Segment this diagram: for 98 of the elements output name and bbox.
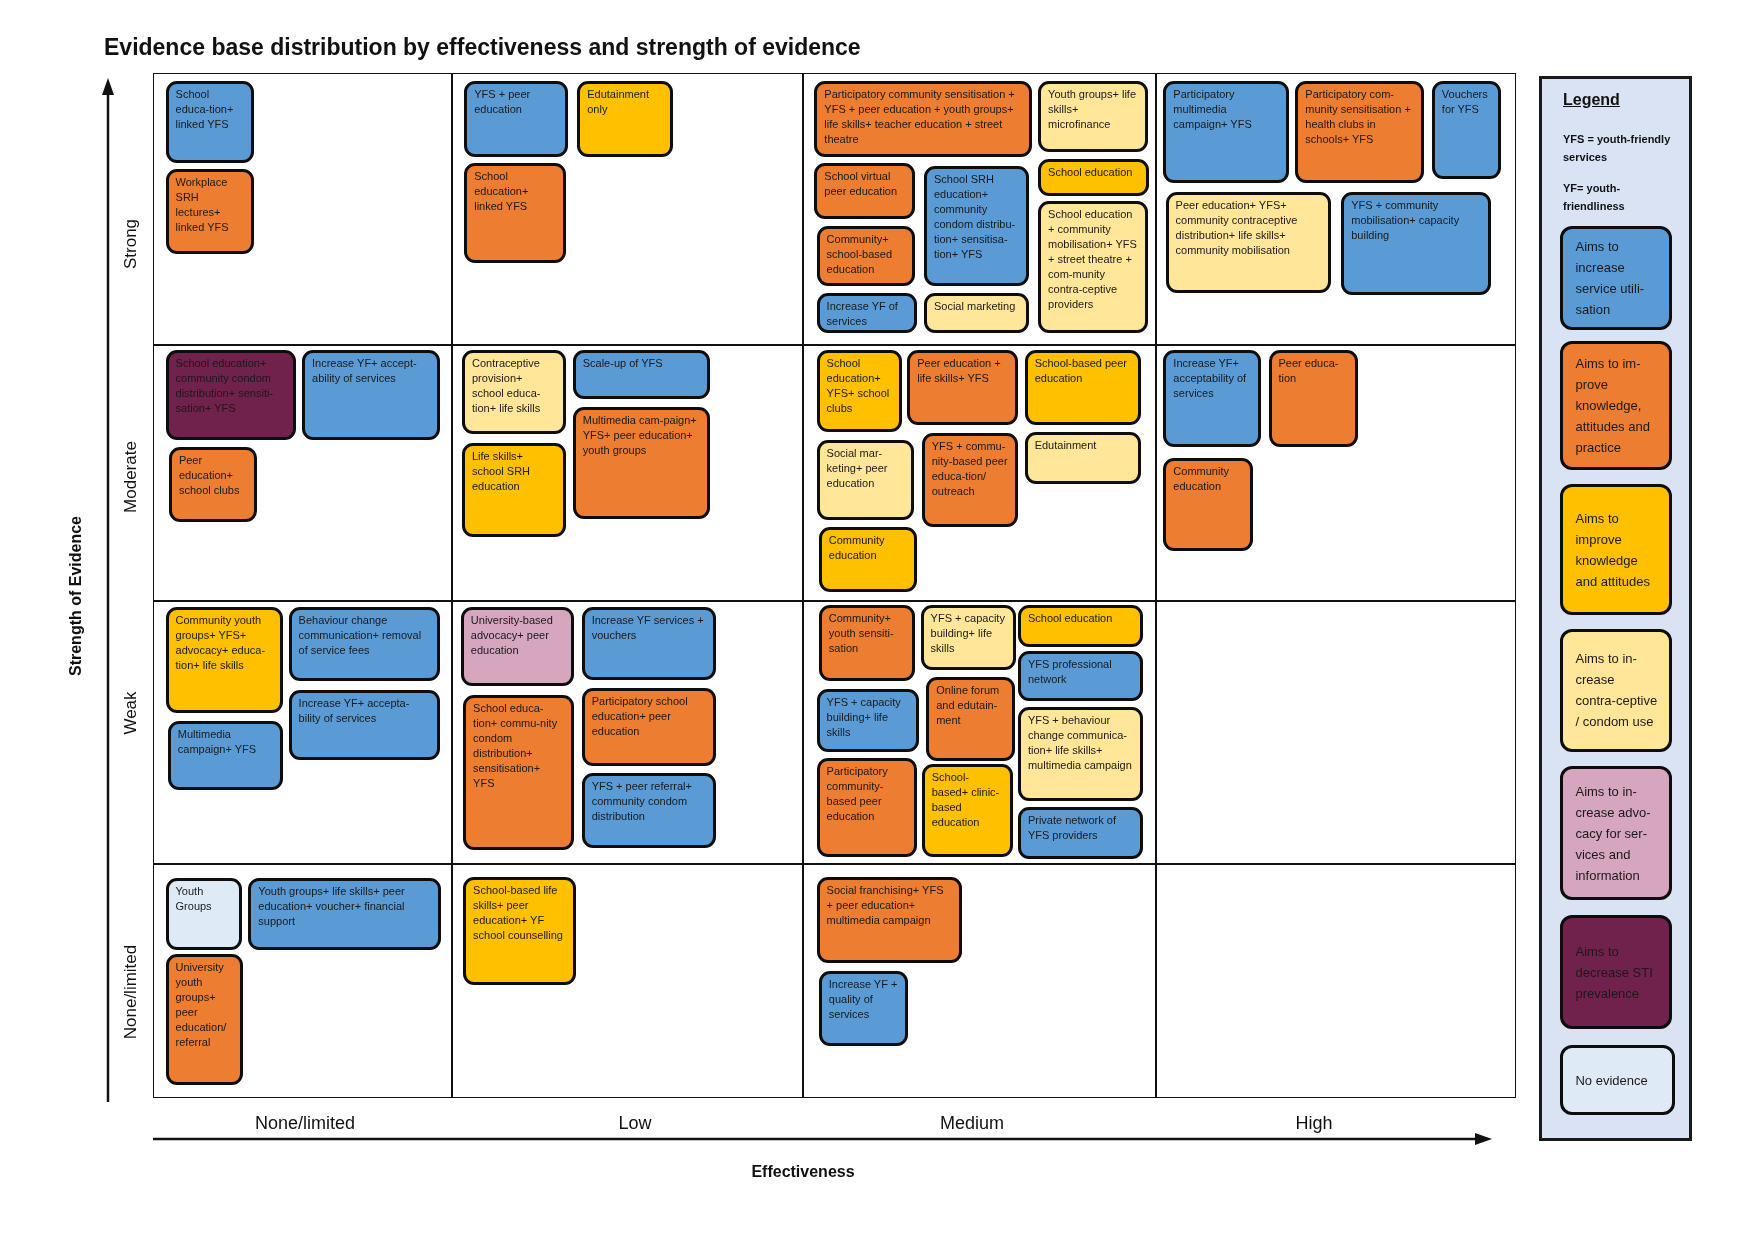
legend-key: Aims to im-prove knowledge, attitudes and practice	[1560, 341, 1673, 470]
intervention-box: School education	[1017, 605, 1144, 647]
intervention-box: Increase YF+ accepta-bility of services	[288, 690, 440, 760]
intervention-box: Behaviour change communication+ removal of service fees	[288, 607, 440, 682]
grid-cell	[1155, 863, 1516, 1099]
grid-cell	[451, 344, 804, 601]
intervention-box: Peer education+ YFS+ community contraceptive distribution+ life skills+ community mobilisation	[1165, 192, 1332, 294]
intervention-box: Community education	[1163, 457, 1253, 552]
row-label: Weak	[120, 691, 141, 735]
grid-cell	[153, 72, 452, 345]
column-label: None/limited	[255, 1112, 355, 1135]
intervention-box: School education+ linked YFS	[464, 163, 566, 263]
intervention-box: Increase YF of services	[816, 293, 918, 334]
intervention-box: YFS + community mobilisation+ capacity building	[1341, 192, 1492, 296]
intervention-box: Community youth groups+ YFS+ advocacy+ educa-tion+ life skills	[165, 607, 283, 713]
intervention-box: Private network of YFS providers	[1017, 806, 1144, 860]
abbreviation-note: YFS = youth-friendly services	[1563, 132, 1672, 165]
legend-title: Legend	[1563, 90, 1620, 110]
intervention-box: Peer education+ school clubs	[168, 447, 258, 523]
intervention-box: Community+ school-based education	[816, 225, 915, 287]
intervention-box: School virtual peer education	[814, 163, 915, 220]
intervention-box: Edutainment	[1024, 431, 1141, 485]
intervention-box: Increase YF services + vouchers	[581, 607, 716, 681]
grid-cell	[451, 863, 804, 1099]
intervention-box: Social mar-keting+ peer education	[816, 439, 914, 521]
intervention-box: Increase YF+ acceptability of services	[1163, 350, 1261, 448]
intervention-box: Online forum and edutain-ment	[926, 676, 1015, 761]
legend-key: Aims to in-crease advo-cacy for ser-vices and information	[1560, 766, 1673, 901]
intervention-box: Participatory community sensitisation + YFS + peer education + youth groups+ life skills+ teacher education + street theatre	[814, 80, 1033, 157]
grid-cell	[803, 344, 1156, 601]
diagram-title: Evidence base distribution by effectiveness and strength of evidence	[104, 33, 861, 62]
intervention-box: Participatory community-based peer education	[816, 758, 918, 857]
axis-title: Strength of Evidence	[66, 516, 85, 676]
intervention-box: University-based advocacy+ peer education	[460, 607, 574, 686]
intervention-box: School-based peer education	[1024, 350, 1141, 426]
axis-title: Effectiveness	[751, 1162, 855, 1182]
grid-cell	[803, 863, 1156, 1099]
intervention-box: School SRH education+ community condom distribu-tion+ sensitisa-tion+ YFS	[923, 165, 1030, 287]
intervention-box: School education	[1038, 158, 1149, 196]
intervention-box: Workplace SRH lectures+ linked YFS	[165, 168, 254, 254]
column-label: High	[1295, 1112, 1333, 1135]
intervention-box: Community education	[818, 526, 918, 592]
intervention-box: School educa-tion+ commu-nity condom distribution+ sensitisation+ YFS	[463, 694, 574, 851]
row-label: Moderate	[120, 441, 141, 513]
intervention-box: YFS + commu-nity-based peer educa-tion/ outreach	[921, 432, 1018, 527]
intervention-box: Scale-up of YFS	[572, 350, 711, 400]
intervention-box: Contraceptive provision+ school educa-tion+ life skills	[462, 350, 566, 434]
intervention-box: YFS + capacity building+ life skills	[816, 689, 920, 752]
row-label: None/limited	[120, 944, 141, 1040]
legend-key: Aims to improve knowledge and attitudes	[1560, 484, 1673, 616]
intervention-box: Peer educa-tion	[1268, 350, 1358, 448]
intervention-box: Participatory com-munity sensitisation + health clubs in schools+ YFS	[1295, 80, 1424, 184]
intervention-box: Increase YF+ accept-ability of services	[302, 350, 440, 440]
intervention-box: YFS + peer referral+ community condom distribution	[581, 772, 716, 848]
intervention-box: YFS professional network	[1017, 651, 1144, 702]
intervention-box: School-based+ clinic-based education	[921, 764, 1014, 857]
grid-cell	[451, 600, 804, 864]
intervention-box: YFS + peer education	[464, 80, 569, 157]
grid-cell	[1155, 600, 1516, 864]
intervention-box: Vouchers for YFS	[1431, 80, 1502, 179]
intervention-box: School education+ YFS+ school clubs	[816, 350, 902, 432]
grid-cell	[451, 72, 804, 345]
intervention-box: School education + community mobilisation+ YFS + street theatre + com-munity contra-ceptive providers	[1038, 201, 1148, 334]
intervention-box: Life skills+ school SRH education	[462, 442, 566, 537]
legend-key: Aims to in-crease contra-ceptive / condom use	[1560, 628, 1673, 752]
abbreviation-note: YF= youth-friendliness	[1563, 181, 1626, 214]
intervention-box: YFS + behaviour change communica-tion+ life skills+ multimedia campaign	[1017, 706, 1144, 801]
grid-cell	[803, 600, 1156, 864]
grid-cell	[1155, 344, 1516, 601]
intervention-box: Community+ youth sensiti-sation	[818, 605, 915, 682]
column-label: Low	[618, 1112, 652, 1135]
intervention-box: Participatory school education+ peer education	[581, 687, 716, 767]
intervention-box: Edutainment only	[577, 80, 674, 157]
intervention-box: University youth groups+ peer education/ referral	[165, 954, 243, 1086]
intervention-box: Social marketing	[923, 293, 1030, 334]
intervention-box: School-based life skills+ peer education+ YF school counselling	[463, 877, 577, 986]
grid-cell	[1155, 72, 1516, 345]
intervention-box: Increase YF + quality of services	[818, 970, 909, 1046]
intervention-box: Multimedia cam-paign+ YFS+ peer education+ youth groups	[572, 407, 711, 520]
intervention-box: School educa-tion+ linked YFS	[165, 80, 254, 164]
intervention-box: Multimedia campaign+ YFS	[167, 721, 283, 790]
grid-cell	[153, 863, 452, 1099]
legend-key: Aims to increase service utili-sation	[1560, 225, 1673, 330]
intervention-box: Participatory multimedia campaign+ YFS	[1163, 80, 1289, 184]
row-label: Strong	[120, 218, 141, 270]
grid-cell	[153, 344, 452, 601]
intervention-box: Youth groups+ life skills+ peer education+ voucher+ financial support	[248, 878, 441, 950]
intervention-box: School education+ community condom distribution+ sensiti-sation+ YFS	[165, 350, 297, 440]
legend-key: No evidence	[1560, 1044, 1675, 1116]
grid-cell	[803, 72, 1156, 345]
column-label: Medium	[940, 1112, 1004, 1135]
intervention-box: Youth groups+ life skills+ microfinance	[1038, 80, 1148, 153]
intervention-box: Social franchising+ YFS + peer education+ multimedia campaign	[816, 877, 962, 964]
intervention-box: YFS + capacity building+ life skills	[920, 605, 1016, 671]
intervention-box: Youth Groups	[165, 878, 242, 950]
grid-cell	[153, 600, 452, 864]
legend-key: Aims to decrease STI prevalence	[1560, 915, 1673, 1030]
intervention-box: Peer education + life skills+ YFS	[907, 350, 1018, 426]
